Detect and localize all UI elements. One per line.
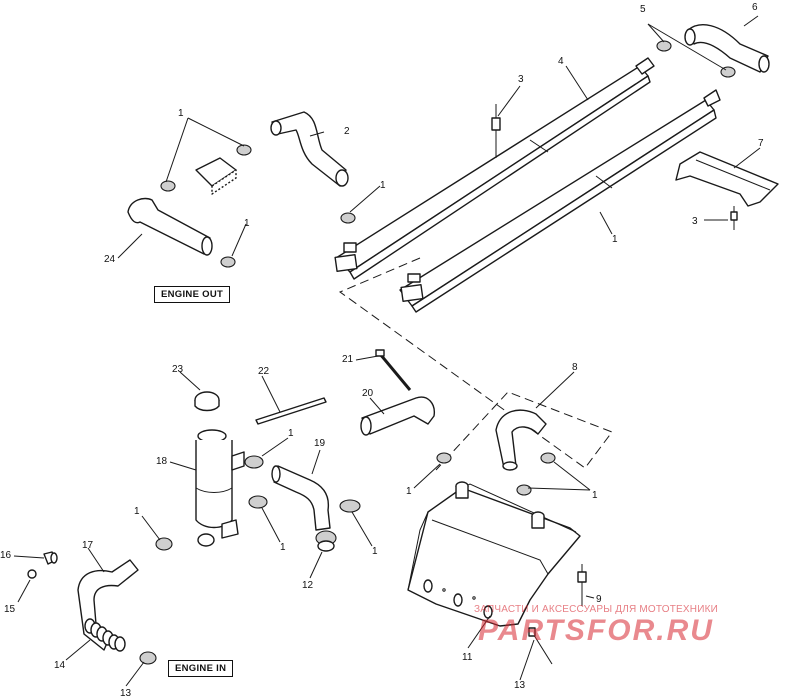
- clamp-1-top-a: [236, 144, 252, 156]
- clamp-13-left: [139, 651, 157, 665]
- callout-16: 16: [0, 550, 12, 561]
- hose-8: [495, 409, 547, 471]
- hose-19: [271, 465, 331, 531]
- rod-21: [375, 349, 412, 391]
- callout-1-top: 1: [178, 108, 184, 119]
- washer-15: [27, 569, 37, 579]
- callout-11: 11: [462, 652, 473, 663]
- callout-14: 14: [54, 660, 66, 671]
- callout-1-mid: 1: [380, 180, 386, 191]
- bracket-7: [675, 151, 779, 207]
- callout-15: 15: [4, 604, 16, 615]
- bolt-9: [577, 564, 587, 606]
- callout-21: 21: [342, 354, 354, 365]
- callout-1-right-b: 1: [372, 546, 378, 557]
- clamp-1-tank-a: [436, 452, 452, 464]
- callout-1-tank-c: 1: [592, 490, 598, 501]
- tube-22: [255, 397, 327, 425]
- bolt-13-right: [528, 627, 553, 665]
- part-16: [43, 551, 58, 565]
- reservoir-18: [195, 429, 245, 547]
- engine-out-label: ENGINE OUT: [154, 286, 231, 303]
- callout-6: 6: [752, 2, 758, 13]
- callout-13-left: 13: [120, 688, 132, 698]
- watermark-brand: PARTSFOR.RU: [478, 614, 714, 647]
- clamp-1-fitting: [339, 499, 361, 513]
- hose-24: [127, 197, 213, 256]
- callout-22: 22: [258, 366, 270, 377]
- clamp-1-mid: [220, 256, 236, 268]
- watermark-subtitle: ЗАПЧАСТИ И АКСЕССУАРЫ ДЛЯ МОТОТЕХНИКИ: [474, 604, 719, 615]
- hose-2: [270, 111, 349, 187]
- callout-20: 20: [362, 388, 374, 399]
- callout-1-tank-b: 1: [406, 486, 412, 497]
- engine-in-label: ENGINE IN: [168, 660, 234, 677]
- callout-1-right-a: 1: [280, 542, 286, 553]
- callout-8: 8: [572, 362, 578, 373]
- heat-exchanger-rail-lower: [399, 89, 721, 313]
- cap-23: [194, 391, 220, 412]
- callout-3-right: 3: [692, 216, 698, 227]
- bolt-3-right: [730, 206, 738, 230]
- callout-1-left: 1: [244, 218, 250, 229]
- clamp-1-top-b: [160, 180, 176, 192]
- callout-9: 9: [596, 594, 602, 605]
- clamp-1-reservoir-a: [244, 455, 264, 469]
- bolt-3-top: [491, 104, 501, 158]
- callout-13-right: 13: [514, 680, 526, 691]
- thermostat-housing: [195, 157, 237, 195]
- hose-6: [684, 24, 770, 73]
- callout-17: 17: [82, 540, 94, 551]
- clamp-1-reservoir-b: [248, 495, 268, 509]
- clamp-1-reservoir-c: [155, 537, 173, 551]
- callout-4: 4: [558, 56, 564, 67]
- callout-7: 7: [758, 138, 764, 149]
- clamp-1-rail: [340, 212, 356, 224]
- callout-24: 24: [104, 254, 116, 265]
- callout-23: 23: [172, 364, 184, 375]
- callout-3-top: 3: [518, 74, 524, 85]
- heat-exchanger-rail-upper: [334, 57, 655, 280]
- coolant-tank: [407, 481, 581, 627]
- fitting-12: [315, 530, 337, 552]
- hose-20: [360, 396, 435, 436]
- callout-12: 12: [302, 580, 314, 591]
- hose-14-corrugated: [84, 618, 126, 652]
- dashed-connection-line: [338, 257, 613, 471]
- callout-1-tank-a: 1: [288, 428, 294, 439]
- callout-5: 5: [640, 4, 646, 15]
- clamp-1-tank-c: [516, 484, 532, 496]
- callout-1-rail: 1: [612, 234, 618, 245]
- callout-1-tank-d: 1: [134, 506, 140, 517]
- callout-2: 2: [344, 126, 350, 137]
- clamp-1-tank-b: [540, 452, 556, 464]
- leader-lines: [13, 15, 761, 687]
- callout-19: 19: [314, 438, 326, 449]
- clamp-5-a: [656, 40, 672, 52]
- callout-18: 18: [156, 456, 168, 467]
